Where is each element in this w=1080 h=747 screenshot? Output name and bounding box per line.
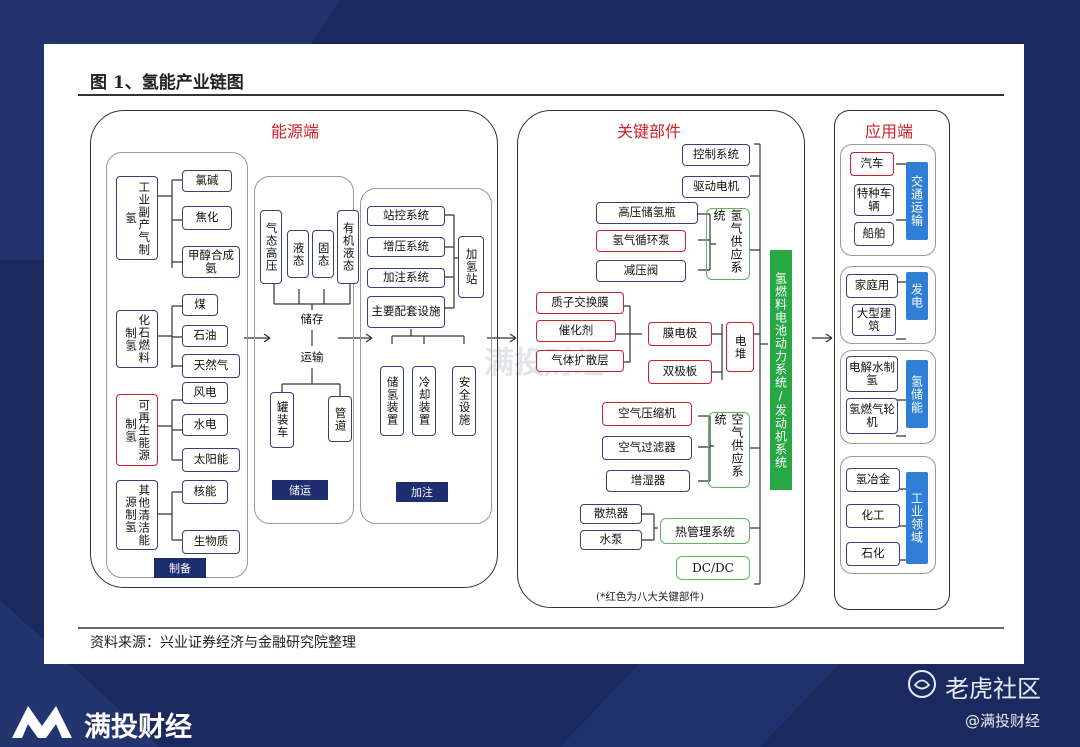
air-supply-item-3: 增湿器 <box>606 470 690 492</box>
h2-supply-item-1: 高压储氢瓶 <box>596 202 698 224</box>
app-item-special-vehicle: 特种车辆 <box>854 184 894 216</box>
footer-brand: 满投财经 <box>84 712 192 743</box>
stack-box: 电堆 <box>726 322 754 372</box>
app-group-storage <box>840 350 936 444</box>
air-supply-item-2: 空气过滤器 <box>602 436 692 460</box>
refuel-facility-2: 冷却装置 <box>412 366 436 436</box>
drive-motor: 驱动电机 <box>682 176 750 198</box>
refuel-system-1: 站控系统 <box>367 206 445 226</box>
tiger-community-label: 老虎社区 <box>945 675 1041 703</box>
air-supply-item-1: 空气压缩机 <box>602 402 692 426</box>
air-supply-group: 空气供应系统 <box>708 412 750 488</box>
bipolar-plate: 双极板 <box>648 360 712 384</box>
storage-transport-label: 储运 <box>272 480 328 500</box>
production-item-3-3: 太阳能 <box>182 448 240 472</box>
figure-title: 图 1、氢能产业链图 <box>90 73 244 93</box>
transport-label: 运输 <box>290 348 334 368</box>
energy-end-panel <box>90 110 498 588</box>
app-item-household: 家庭用 <box>846 274 898 298</box>
app-group-transport <box>840 144 936 256</box>
app-category-industry: 工业领域 <box>906 472 928 564</box>
figure-page: 图 1、氢能产业链图 <box>44 44 1024 664</box>
app-group-industry <box>840 456 936 574</box>
production-item-3-1: 风电 <box>182 382 228 404</box>
production-source-4: 其他清洁能源制氢 <box>116 480 158 550</box>
fuel-cell-system-bar: 氢燃料电池动力系统/发动机系统 <box>770 250 792 490</box>
refuel-system-3: 加注系统 <box>367 268 445 288</box>
app-item-chemical: 化工 <box>846 504 900 528</box>
mea-box: 膜电极 <box>648 322 712 346</box>
app-item-car: 汽车 <box>850 152 894 176</box>
storage-type-1: 气态高压 <box>260 210 282 284</box>
energy-end-title: 能源端 <box>270 122 319 141</box>
storage-type-2: 液态 <box>287 230 309 278</box>
app-item-large-building: 大型建筑 <box>852 304 896 336</box>
production-item-1-2: 焦化 <box>182 206 232 230</box>
production-source-3: 可再生能源制氢 <box>116 394 158 466</box>
refuel-facility-1: 储氢装置 <box>380 366 404 436</box>
stack-input-3: 气体扩散层 <box>536 350 624 372</box>
application-end-title: 应用端 <box>864 122 913 141</box>
thermal-management-group: 热管理系统 <box>660 518 750 544</box>
figure-source: 资料来源：兴业证券经济与金融研究院整理 <box>90 635 356 651</box>
app-category-storage: 氢储能 <box>906 360 928 428</box>
refueling-panel <box>360 188 492 524</box>
production-item-2-2: 石油 <box>182 325 228 347</box>
production-source-1: 工业副产气制氢 <box>116 176 158 260</box>
production-item-1-1: 氯碱 <box>182 170 232 192</box>
tiger-community-icon <box>908 670 936 698</box>
app-category-power: 发电 <box>906 272 928 320</box>
transport-type-1: 罐装车 <box>270 392 294 448</box>
storage-type-3: 固态 <box>312 230 334 278</box>
refueling-label: 加注 <box>396 482 448 502</box>
production-item-3-2: 水电 <box>182 414 228 436</box>
key-components-title: 关键部件 <box>616 122 681 141</box>
refuel-facility-3: 安全设施 <box>452 366 476 436</box>
stack-input-1: 质子交换膜 <box>536 292 624 314</box>
control-system: 控制系统 <box>682 144 750 166</box>
production-item-4-1: 核能 <box>182 480 228 504</box>
h2-supply-item-2: 氢气循环泵 <box>596 230 686 252</box>
author-handle: @满投财经 <box>965 712 1041 730</box>
application-end-panel <box>834 110 950 610</box>
storage-label: 储存 <box>290 310 334 330</box>
app-item-ship: 船舶 <box>854 222 894 246</box>
h2-supply-group: 氢气供应系统 <box>706 208 750 280</box>
radiator: 散热器 <box>580 504 642 524</box>
refuel-system-2: 增压系统 <box>367 237 445 257</box>
dcdc-box: DC/DC <box>676 556 750 580</box>
production-item-2-1: 煤 <box>182 294 218 316</box>
title-rule <box>78 94 1004 96</box>
production-item-1-3: 甲醇合成氨 <box>182 246 240 278</box>
production-item-4-2: 生物质 <box>182 530 240 554</box>
storage-panel <box>254 176 354 524</box>
storage-type-4: 有机液态 <box>337 210 359 284</box>
production-item-2-3: 天然气 <box>182 354 240 378</box>
app-item-gas-turbine: 氢燃气轮机 <box>846 398 898 434</box>
brand-logo-icon <box>12 706 72 738</box>
transport-type-2: 管道 <box>328 396 352 442</box>
app-item-metallurgy: 氢冶金 <box>846 468 900 492</box>
key-parts-note: (*红色为八大关键部件) <box>596 591 704 603</box>
app-item-petrochemical: 石化 <box>846 542 900 566</box>
stack-input-2: 催化剂 <box>536 320 616 342</box>
key-components-panel <box>517 110 805 608</box>
production-label: 制备 <box>154 558 206 578</box>
refuel-station: 加氢站 <box>458 236 484 298</box>
app-group-power <box>840 266 936 344</box>
refuel-system-4: 主要配套设施 <box>367 296 445 328</box>
h2-supply-item-3: 减压阀 <box>596 260 686 282</box>
water-pump: 水泵 <box>580 530 642 550</box>
app-item-electrolysis: 电解水制氢 <box>846 356 898 392</box>
app-category-transport: 交通运输 <box>906 162 928 240</box>
production-source-2: 化石燃料制氢 <box>116 310 158 368</box>
